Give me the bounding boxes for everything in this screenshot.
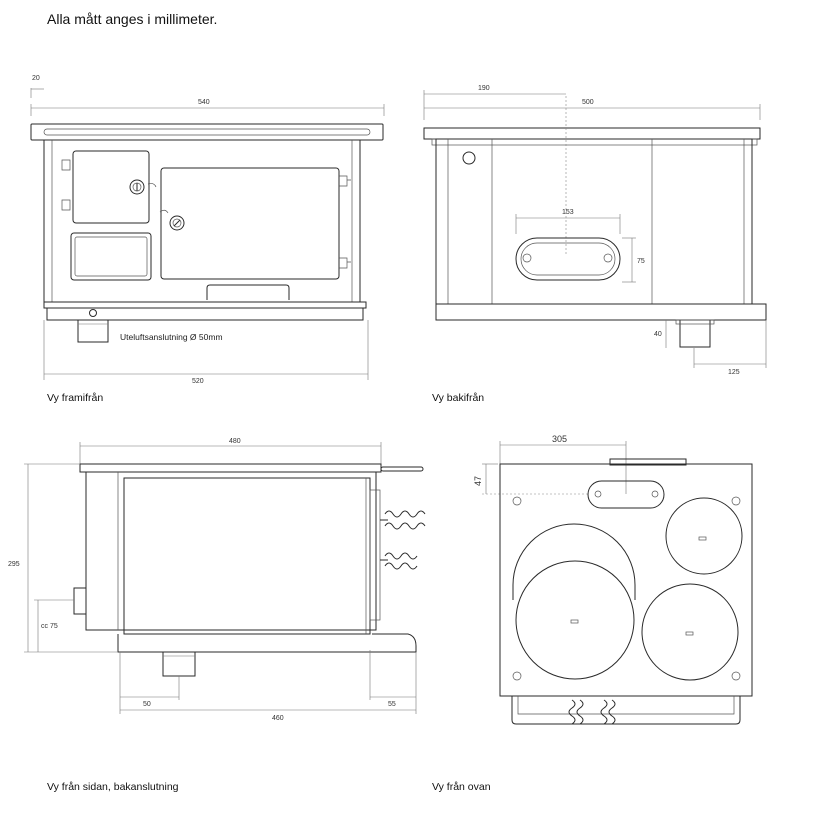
front-dim-520: 520 xyxy=(192,378,204,385)
front-dim-20: 20 xyxy=(32,75,40,82)
back-dim-500: 500 xyxy=(582,99,594,106)
back-dim-190: 190 xyxy=(478,85,490,92)
top-dim-47: 47 xyxy=(473,476,483,486)
front-view: 20 540 xyxy=(30,75,385,385)
back-dim-75: 75 xyxy=(637,258,645,265)
top-dim-305: 305 xyxy=(552,434,567,444)
top-view: 305 47 xyxy=(473,434,753,725)
page-title: Alla mått anges i millimeter. xyxy=(47,11,218,27)
side-dim-295: 295 xyxy=(8,561,20,568)
side-dim-460: 460 xyxy=(272,715,284,722)
back-view: 190 500 153 75 40 xyxy=(423,85,767,376)
side-dim-55: 55 xyxy=(388,701,396,708)
back-dim-40: 40 xyxy=(654,331,662,338)
front-view-caption: Vy framifrån xyxy=(47,392,104,404)
back-view-caption: Vy bakifrån xyxy=(432,392,485,404)
side-dim-480: 480 xyxy=(229,438,241,445)
side-view-caption: Vy från sidan, bakanslutning xyxy=(47,781,179,793)
front-dim-540: 540 xyxy=(198,99,210,106)
top-view-caption: Vy från ovan xyxy=(432,781,491,793)
back-dim-125: 125 xyxy=(728,369,740,376)
side-dim-cc75: cc 75 xyxy=(41,623,58,630)
side-view: 480 295 cc 75 50 55 xyxy=(8,438,426,722)
front-outlet-label: Uteluftsanslutning Ø 50mm xyxy=(120,332,223,342)
back-dim-153: 153 xyxy=(562,209,574,216)
side-dim-50: 50 xyxy=(143,701,151,708)
